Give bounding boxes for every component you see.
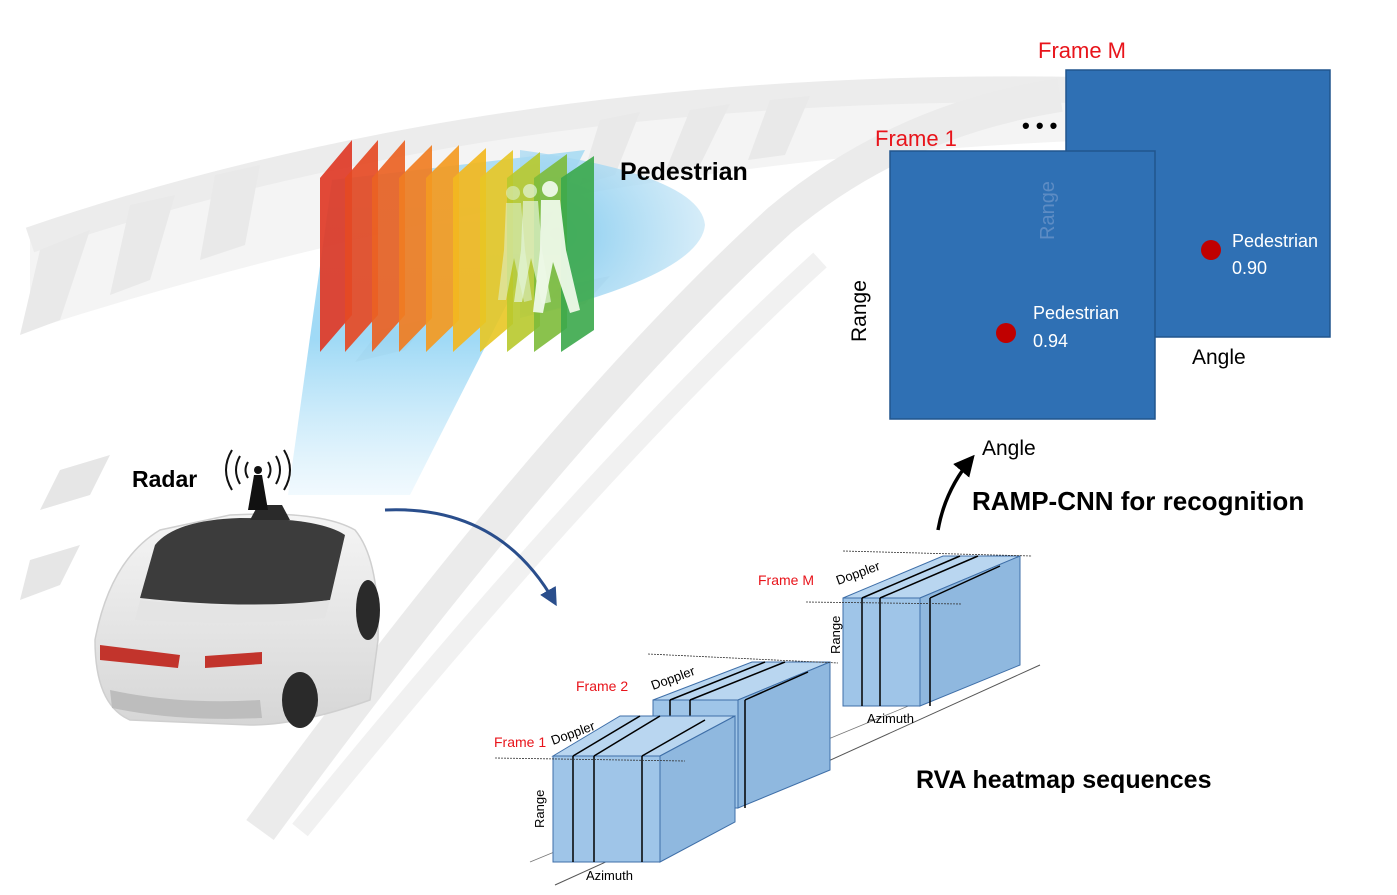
frames-ellipsis: • • • bbox=[1022, 113, 1057, 138]
frame-1-object-label: Pedestrian bbox=[1033, 303, 1119, 323]
walking-person-icon bbox=[498, 181, 580, 313]
frame-m-label: Frame M bbox=[1038, 38, 1126, 63]
crosswalk-stripes bbox=[20, 96, 810, 335]
frame-m-object-label: Pedestrian bbox=[1232, 231, 1318, 251]
frame-1-angle-axis: Angle bbox=[982, 437, 1036, 460]
frame-1-score: 0.94 bbox=[1033, 331, 1068, 351]
heatmap-frame-1 bbox=[494, 715, 736, 863]
recognition-arrow bbox=[936, 454, 975, 531]
heatmap-frame-1-azimuth: Azimuth bbox=[586, 868, 633, 883]
frame-m-detection-dot bbox=[1201, 240, 1221, 260]
heatmap-frame-m-label: Frame M bbox=[758, 572, 814, 588]
heatmap-frame-2-label: Frame 2 bbox=[576, 678, 628, 694]
heatmap-frame-m-doppler: Doppler bbox=[834, 558, 883, 588]
car-icon bbox=[94, 505, 380, 728]
frame-1-range-axis: Range bbox=[848, 280, 871, 342]
heatmap-cubes: Frame M Doppler Range Azimuth Frame 2 Do… bbox=[494, 550, 1041, 886]
road-curve-inner bbox=[292, 252, 827, 837]
heatmap-frame-1-range: Range bbox=[532, 790, 547, 828]
cnn-label: RAMP-CNN for recognition bbox=[972, 486, 1304, 516]
pedestrian-label: Pedestrian bbox=[620, 158, 748, 186]
heatmap-frame-m bbox=[805, 550, 1033, 707]
radar-antenna-icon bbox=[225, 449, 291, 510]
frame-m-score: 0.90 bbox=[1232, 258, 1267, 278]
frame-1-label: Frame 1 bbox=[875, 126, 957, 151]
heatmap-frame-m-range: Range bbox=[828, 616, 843, 654]
frame-1-map bbox=[889, 150, 1156, 420]
frame-1-detection-dot bbox=[996, 323, 1016, 343]
road-surface bbox=[30, 89, 1100, 330]
frame-m-angle-axis: Angle bbox=[1192, 346, 1246, 369]
heatmap-frame-m-azimuth: Azimuth bbox=[867, 711, 914, 726]
data-flow-arrow bbox=[384, 508, 557, 607]
frame-m-range-axis: Range bbox=[1037, 181, 1059, 240]
road-curve bbox=[246, 78, 1063, 841]
heatmap-frame-1-label: Frame 1 bbox=[494, 734, 546, 750]
detection-frames: Frame M Frame 1 • • • Range Pedestrian 0… bbox=[848, 38, 1331, 460]
radar-label: Radar bbox=[132, 466, 197, 492]
heatmap-sequences-label: RVA heatmap sequences bbox=[916, 766, 1211, 794]
